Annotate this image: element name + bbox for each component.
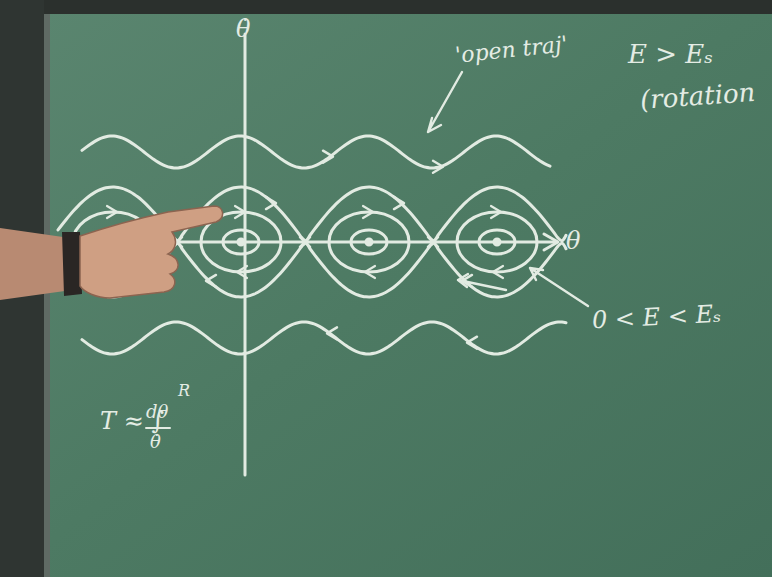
flow-arrow	[327, 327, 337, 339]
flow-arrow	[323, 151, 333, 163]
chalk-label: 0 < E < Eₛ	[591, 301, 721, 334]
flow-arrow	[433, 161, 443, 173]
watch	[62, 232, 82, 296]
orbit-arrow	[363, 206, 373, 218]
center-point	[494, 239, 500, 245]
closed-orbit	[457, 212, 537, 272]
saddle-point	[300, 237, 310, 247]
leader-arrow	[428, 72, 462, 132]
orbit-arrow	[491, 206, 501, 218]
chalk-label: θ	[566, 228, 580, 254]
closed-orbit	[223, 230, 259, 254]
chalk-label: 'open traj'	[454, 32, 569, 68]
closed-orbit	[329, 212, 409, 272]
frame-top	[0, 0, 772, 14]
orbit-arrow	[365, 266, 375, 278]
open-trajectory	[82, 136, 550, 168]
orbit-arrow	[107, 206, 117, 218]
chalk-label: dθ	[146, 402, 168, 422]
flow-arrow	[394, 197, 404, 209]
closed-orbit	[479, 230, 515, 254]
chalk-label: R	[178, 382, 190, 400]
trajectories	[58, 34, 588, 475]
center-point	[366, 239, 372, 245]
orbit-arrow	[237, 266, 247, 278]
flow-arrow	[206, 275, 216, 287]
chalk-label: E > Eₛ	[628, 40, 713, 69]
chalk-label: θ̇	[150, 432, 161, 452]
flow-arrow	[467, 337, 477, 349]
orbit-arrow	[235, 206, 245, 218]
hand	[80, 206, 223, 298]
flow-arrow	[266, 197, 276, 209]
leader-arrow	[530, 268, 588, 306]
closed-orbit	[351, 230, 387, 254]
center-point	[238, 239, 244, 245]
frame-edge	[44, 14, 50, 577]
chalk-label: (rotation	[639, 78, 756, 115]
arm	[0, 228, 72, 300]
pointing-hand	[0, 206, 223, 300]
leader-arrow	[458, 274, 506, 290]
chalk-label: θ̇	[236, 16, 250, 42]
open-trajectory	[82, 322, 566, 354]
orbit-arrow	[493, 266, 503, 278]
saddle-point	[428, 237, 438, 247]
